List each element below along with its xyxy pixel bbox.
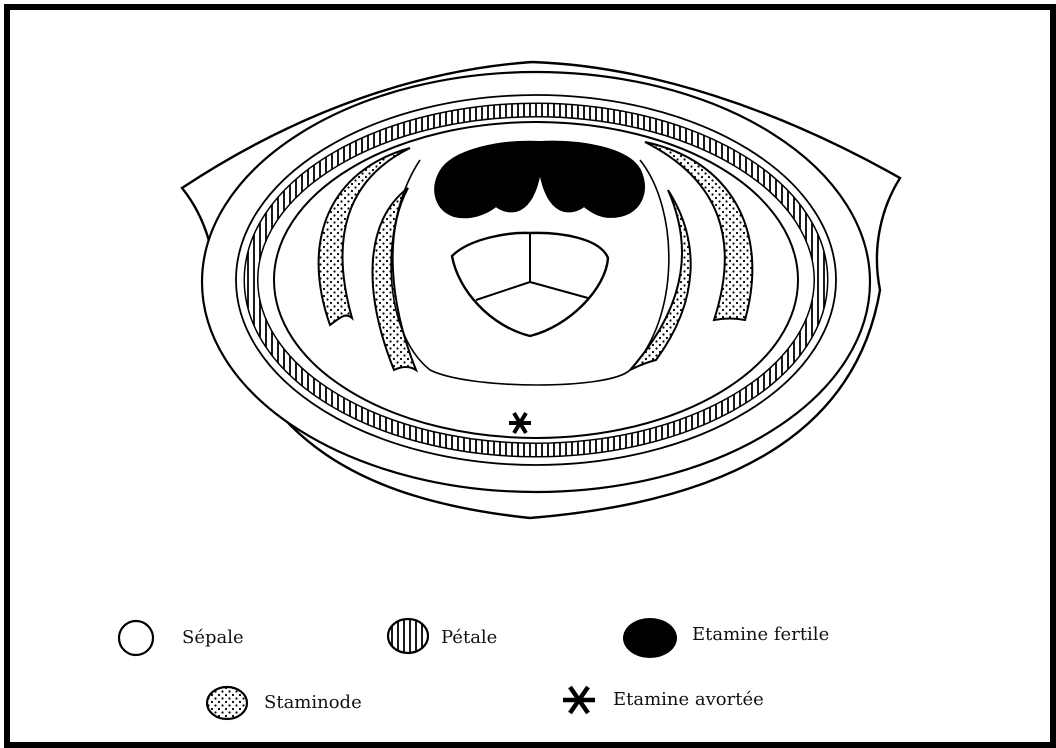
filled-ellipse-icon [623, 618, 677, 658]
striped-circle-icon [388, 619, 428, 653]
asterisk-icon [563, 687, 595, 713]
legend-label-petale: Pétale [441, 627, 497, 648]
legend-label-etamine-avortee: Etamine avortée [613, 689, 764, 710]
open-circle-icon [119, 621, 153, 655]
legend-label-staminode: Staminode [264, 692, 362, 713]
legend-label-sepale: Sépale [182, 627, 244, 648]
legend-label-etamine-fertile: Etamine fertile [692, 624, 829, 645]
dotted-circle-icon [207, 687, 247, 719]
